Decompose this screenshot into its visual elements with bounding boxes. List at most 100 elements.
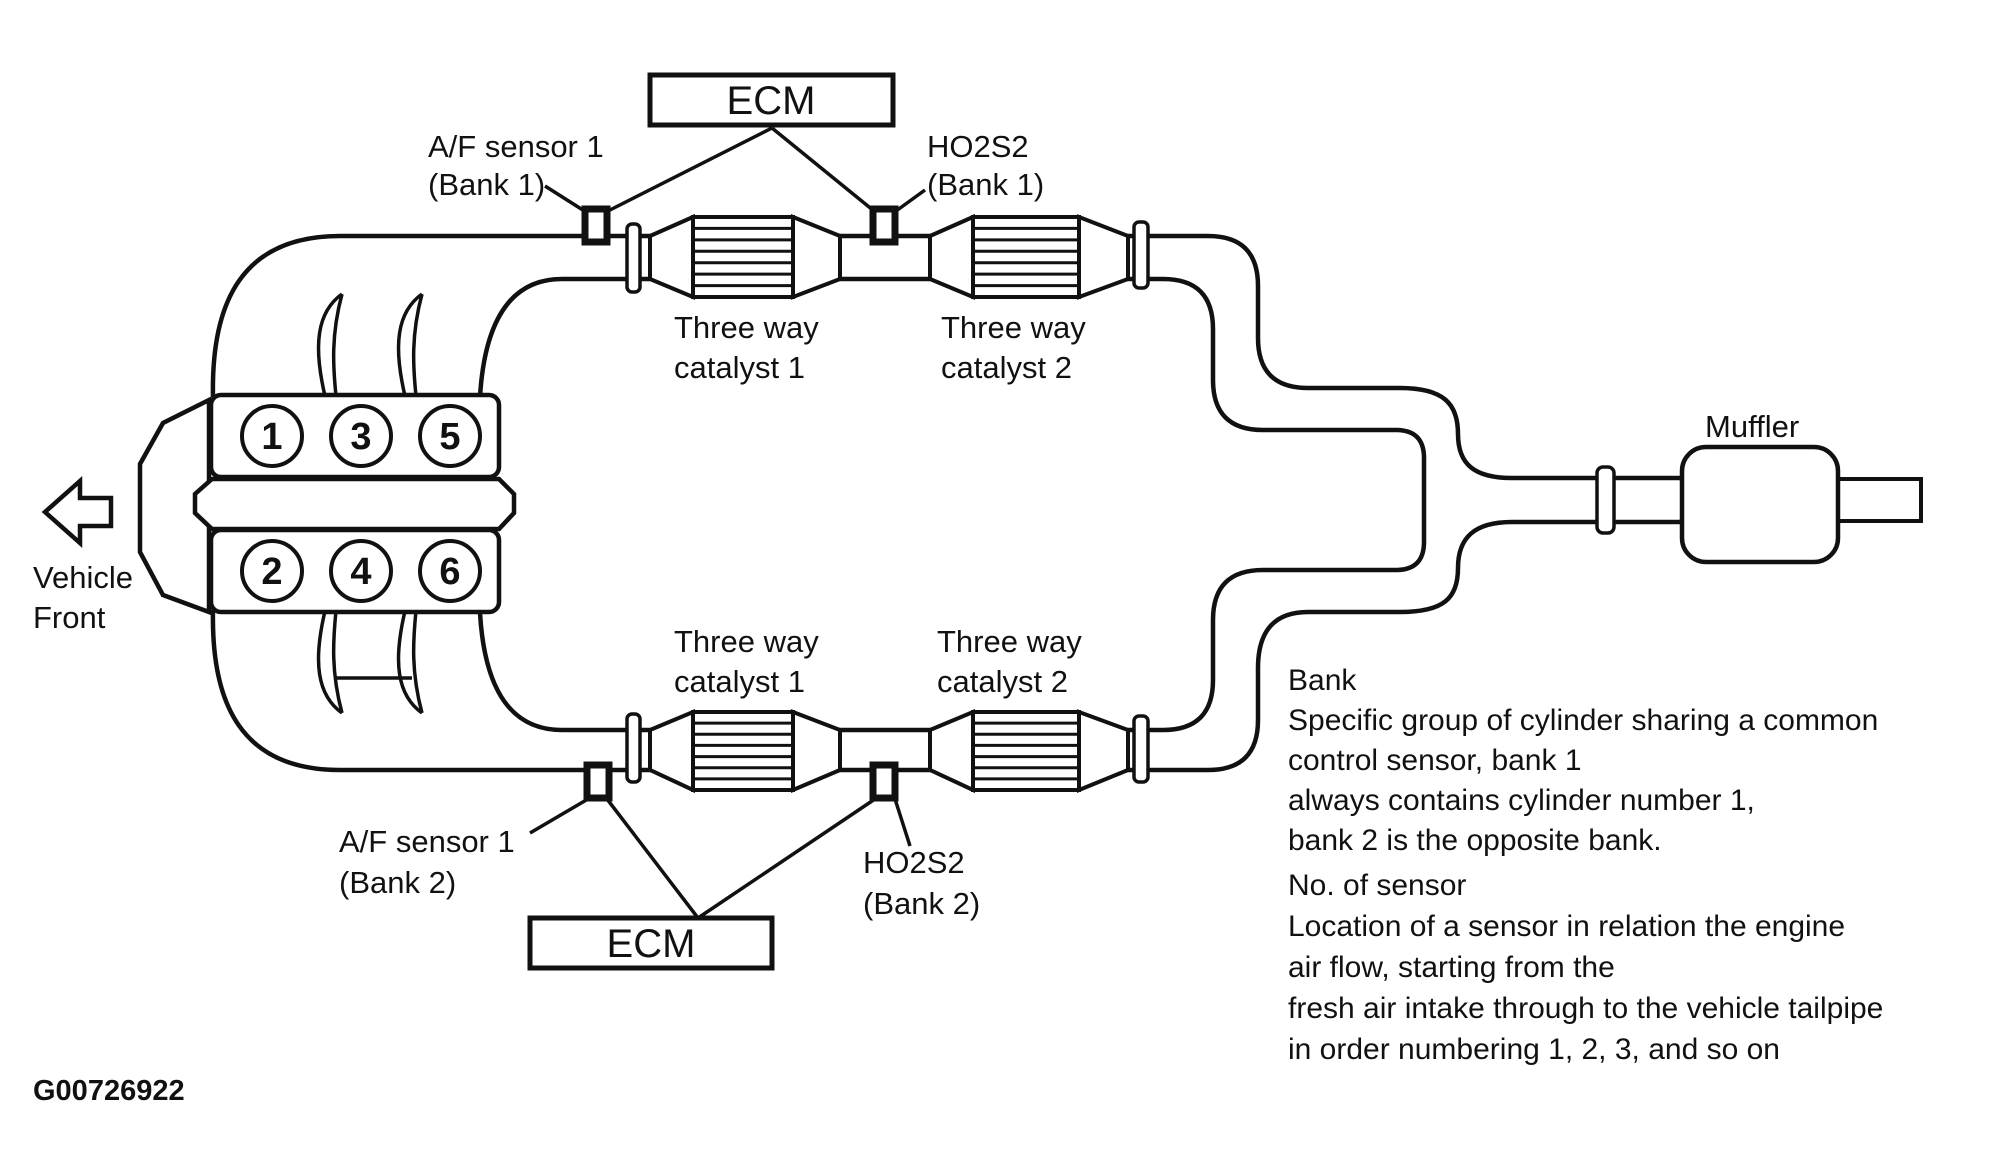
bank-note-title: Bank xyxy=(1288,664,1357,697)
vehicle-front-indicator: Vehicle Front xyxy=(33,476,133,635)
bank1-cat1-label-line2: catalyst 1 xyxy=(674,350,805,385)
af-bank1-label-line1: A/F sensor 1 xyxy=(428,129,604,164)
ecm-top-box xyxy=(647,72,896,128)
bank-note-line: bank 2 is the opposite bank. xyxy=(1288,824,1662,857)
pipe-flanges xyxy=(625,220,1616,784)
af-bank2-label-leader xyxy=(529,797,589,835)
runner-curves-bank2 xyxy=(316,610,424,715)
bank-note-line: Specific group of cylinder sharing a com… xyxy=(1288,704,1878,737)
cylinder-2-circle xyxy=(240,539,304,603)
catalyst-body-bank1-cat2 xyxy=(971,215,1081,299)
pipe-bank1-outer-edge xyxy=(210,233,1690,481)
exhaust-pipes xyxy=(210,233,1690,773)
ho2s2-bank2-label-line2: (Bank 2) xyxy=(863,886,980,921)
engine-front-outline xyxy=(137,396,212,616)
sensor-numbering-note: No. of sensor Location of a sensor in re… xyxy=(1288,869,1883,1066)
sensor-note-line: air flow, starting from the xyxy=(1288,951,1615,984)
cylinder-1-circle xyxy=(240,404,304,468)
cylinder-6-number: 6 xyxy=(439,551,460,593)
af-bank1-label-line2: (Bank 1) xyxy=(428,167,545,202)
catalyst-cone xyxy=(1077,214,1130,300)
ecm-bottom-wires xyxy=(605,797,876,920)
ho2s2-sensor-bank1 xyxy=(869,205,899,246)
sensor-note-title: No. of sensor xyxy=(1288,869,1466,902)
bank1-cat2-label-line1: Three way xyxy=(941,310,1086,345)
cylinder-2-number: 2 xyxy=(261,551,282,593)
bank1-cat1-label-line1: Three way xyxy=(674,310,819,345)
cylinder-5-number: 5 xyxy=(439,416,460,458)
catalyst-cone xyxy=(648,708,695,794)
bank1-cat2-label-line2: catalyst 2 xyxy=(941,350,1072,385)
bank2-cat1-label-line1: Three way xyxy=(674,624,819,659)
bank-definition-note: Bank Specific group of cylinder sharing … xyxy=(1288,664,1878,857)
cylinder-5-circle xyxy=(418,404,482,468)
vehicle-front-label-line1: Vehicle xyxy=(33,560,133,595)
flange xyxy=(625,712,642,784)
cylinder-6-circle xyxy=(418,539,482,603)
flange xyxy=(1132,714,1150,784)
catalyst-hatch-lines xyxy=(693,226,1079,781)
cylinder-3-circle xyxy=(329,404,393,468)
vehicle-front-label-line2: Front xyxy=(33,600,106,635)
figure-id: G00726922 xyxy=(33,1075,185,1107)
af-bank2-label-line2: (Bank 2) xyxy=(339,865,456,900)
af-sensor-bank1 xyxy=(581,205,611,246)
cylinder-4-number: 4 xyxy=(350,551,371,593)
ho2s2-bank1-label-line1: HO2S2 xyxy=(927,129,1029,164)
leader-lines xyxy=(529,126,927,920)
manifold-runners xyxy=(316,292,424,715)
catalyst-cone xyxy=(791,709,842,794)
sensor-note-line: in order numbering 1, 2, 3, and so on xyxy=(1288,1033,1780,1066)
cylinder-4-circle xyxy=(329,539,393,603)
flange xyxy=(1132,220,1150,290)
bank2-cat2-label-line2: catalyst 2 xyxy=(937,664,1068,699)
sensor-note-line: Location of a sensor in relation the eng… xyxy=(1288,910,1845,943)
catalyst-body-bank2-cat1 xyxy=(691,710,795,792)
catalyst-cone xyxy=(1077,709,1130,793)
oxygen-sensors xyxy=(581,205,899,802)
tailpipe xyxy=(1838,477,1923,523)
ho2s2-bank2-label-leader xyxy=(893,798,912,847)
muffler-body xyxy=(1679,444,1841,565)
bank-note-line: control sensor, bank 1 xyxy=(1288,744,1582,777)
flange xyxy=(1595,465,1616,535)
three-way-catalysts xyxy=(648,213,1130,794)
sensor-labels: A/F sensor 1 (Bank 1) HO2S2 (Bank 1) A/F… xyxy=(339,129,1044,921)
pipe-bank2-outer-edge xyxy=(210,519,1690,773)
catalyst-body-bank2-cat2 xyxy=(971,710,1081,792)
ho2s2-bank1-label-leader xyxy=(894,188,927,213)
catalyst-labels: Three way catalyst 1 Three way catalyst … xyxy=(674,310,1086,699)
cylinder-1-number: 1 xyxy=(261,416,282,458)
flange xyxy=(625,222,642,294)
ho2s2-bank1-label-line2: (Bank 1) xyxy=(927,167,1044,202)
cylinder-3-number: 3 xyxy=(350,416,371,458)
bank2-cat2-label-line1: Three way xyxy=(937,624,1082,659)
ecm-top: ECM xyxy=(647,72,896,128)
ecm-bottom-label: ECM xyxy=(607,922,696,966)
ho2s2-bank2-label-line1: HO2S2 xyxy=(863,845,965,880)
engine-block: 1 3 5 2 4 6 xyxy=(137,392,517,616)
runner-curves-bank1 xyxy=(316,292,424,397)
bank2-cat1-label-line2: catalyst 1 xyxy=(674,664,805,699)
ecm-bottom: ECM xyxy=(527,915,775,971)
engine-middle-band xyxy=(192,476,517,532)
ecm-top-wires xyxy=(607,126,876,213)
af-bank1-label-leader xyxy=(544,184,587,214)
bank-note-line: always contains cylinder number 1, xyxy=(1288,784,1755,817)
sensor-note-line: fresh air intake through to the vehicle … xyxy=(1288,992,1883,1025)
catalyst-cone xyxy=(791,214,842,300)
ecm-bottom-box xyxy=(527,915,775,971)
af-bank2-label-line1: A/F sensor 1 xyxy=(339,824,515,859)
ho2s2-sensor-bank2 xyxy=(869,761,899,802)
catalyst-cone xyxy=(648,213,695,301)
catalyst-body-bank1-cat1 xyxy=(691,215,795,299)
pipe-inner-edges-y-merge xyxy=(477,276,1427,733)
catalyst-cone xyxy=(928,708,975,794)
muffler-assembly: Muffler xyxy=(1679,409,1923,565)
ecm-top-label: ECM xyxy=(727,79,816,123)
left-arrow-icon xyxy=(41,476,114,548)
catalyst-cone xyxy=(928,213,975,301)
muffler-label: Muffler xyxy=(1705,409,1799,444)
